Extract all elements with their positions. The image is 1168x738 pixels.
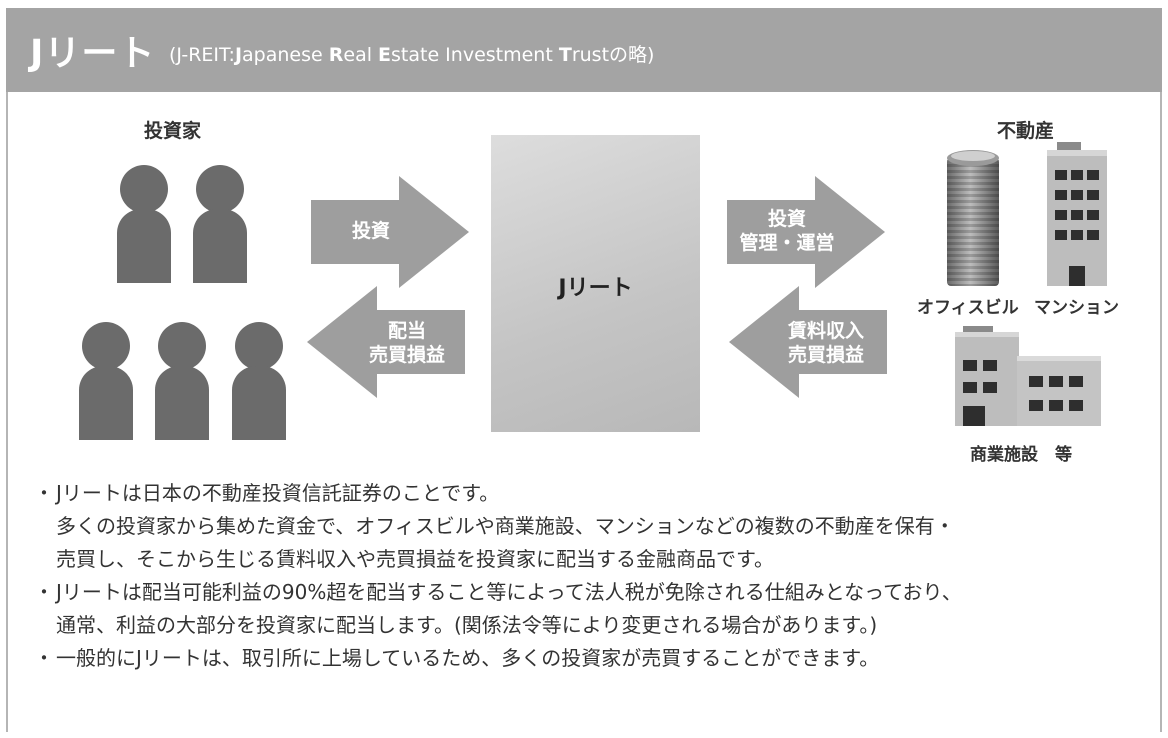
header-subtitle: (J-REIT:Japanese Real Estate Investment … xyxy=(169,44,655,66)
jreit-center-label: Jリート xyxy=(558,276,633,301)
arrow-rent-label: 賃料収入売買損益 xyxy=(787,320,864,366)
arrow-manage-right: 投資管理・運営 xyxy=(727,176,887,288)
office-label: オフィスビル xyxy=(917,298,1019,318)
investors-label: 投資家 xyxy=(144,120,202,142)
investor-person-icon xyxy=(193,165,247,283)
investor-person-icon xyxy=(155,322,209,440)
header-bar: Jリート (J-REIT:Japanese Real Estate Invest… xyxy=(6,8,1162,92)
arrow-invest-label: 投資 xyxy=(351,220,390,242)
header-title: Jリート xyxy=(30,33,156,74)
bullet-item: ・ 一般的にJリートは、取引所に上場しているため、多くの投資家が売買することがで… xyxy=(34,646,880,670)
commercial-label: 商業施設 等 xyxy=(970,445,1072,465)
jreit-center-box: Jリート xyxy=(491,135,700,432)
arrow-invest-right: 投資 xyxy=(311,176,471,288)
arrow-manage-label: 投資管理・運営 xyxy=(739,208,835,254)
arrow-dividend-left: 配当売買損益 xyxy=(305,286,465,398)
bullet-item: ・ Jリートは配当可能利益の90%超を配当すること等によって法人税が免除される仕… xyxy=(34,580,962,637)
bullet-item: ・ Jリートは日本の不動産投資信託証券のことです。 多くの投資家から集めた資金で… xyxy=(34,481,955,571)
arrow-rent-left: 賃料収入売買損益 xyxy=(727,286,887,398)
office-building-icon xyxy=(943,146,1003,290)
mansion-label: マンション xyxy=(1034,298,1119,318)
arrow-dividend-label: 配当売買損益 xyxy=(368,320,445,366)
description-bullets: ・ Jリートは日本の不動産投資信託証券のことです。 多くの投資家から集めた資金で… xyxy=(34,477,1154,675)
commercial-building-icon xyxy=(953,326,1103,430)
mansion-building-icon xyxy=(1045,142,1109,290)
investor-person-icon xyxy=(232,322,286,440)
realestate-label: 不動産 xyxy=(997,120,1055,142)
investor-person-icon xyxy=(117,165,171,283)
diagram-frame xyxy=(6,8,1162,732)
investor-person-icon xyxy=(79,322,133,440)
